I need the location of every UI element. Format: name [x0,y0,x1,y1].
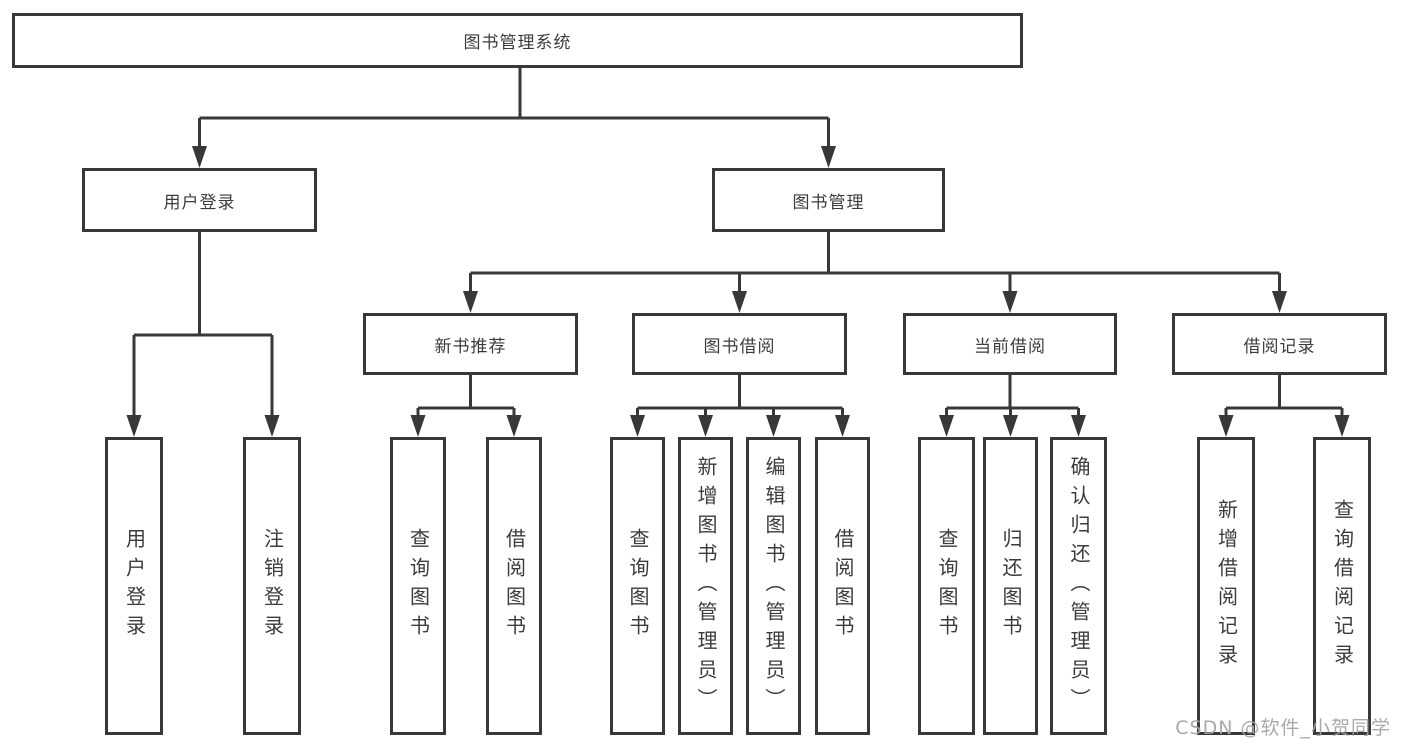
node-book-borrowing: 图书借阅 [632,313,847,375]
node-book-management: 图书管理 [712,168,945,232]
leaf-confirm-return-admin: 确认归还（管理员） [1050,437,1107,735]
leaf-add-books-admin: 新增图书（管理员） [678,437,733,735]
csdn-watermark: CSDN @软件_小贺同学 [1175,717,1391,739]
leaf-add-borrow-record: 新增借阅记录 [1197,437,1255,735]
arrowheads [126,146,1350,437]
node-library-management-system: 图书管理系统 [12,13,1023,68]
leaf-logout: 注销登录 [243,437,301,735]
node-current-borrowing: 当前借阅 [903,313,1117,375]
leaf-label: 新增图书（管理员） [694,455,718,717]
leaf-label: 新增借阅记录 [1214,499,1239,673]
leaf-label: 查询图书 [935,528,959,644]
leaf-label: 查询借阅记录 [1330,499,1355,673]
leaf-return-books: 归还图书 [983,437,1038,735]
leaf-label: 借阅图书 [831,528,855,644]
node-new-book-recommendation: 新书推荐 [363,313,578,375]
leaf-borrow-books-1: 借阅图书 [486,437,542,735]
leaf-query-books-2: 查询图书 [610,437,665,735]
leaf-query-books-3: 查询图书 [918,437,975,735]
leaf-label: 归还图书 [999,528,1023,644]
leaf-query-books-1: 查询图书 [390,437,446,735]
leaf-label: 确认归还（管理员） [1067,455,1091,717]
leaf-label: 查询图书 [406,528,431,644]
leaf-label: 编辑图书（管理员） [762,455,786,717]
node-borrowing-records: 借阅记录 [1172,313,1387,375]
leaf-borrow-books-2: 借阅图书 [815,437,870,735]
leaf-label: 用户登录 [122,528,147,644]
leaf-label: 查询图书 [626,528,650,644]
node-user-login: 用户登录 [82,168,317,232]
leaf-user-login: 用户登录 [105,437,163,735]
leaf-label: 注销登录 [260,528,285,644]
leaf-query-borrow-record: 查询借阅记录 [1313,437,1371,735]
leaf-label: 借阅图书 [502,528,527,644]
leaf-edit-books-admin: 编辑图书（管理员） [746,437,801,735]
